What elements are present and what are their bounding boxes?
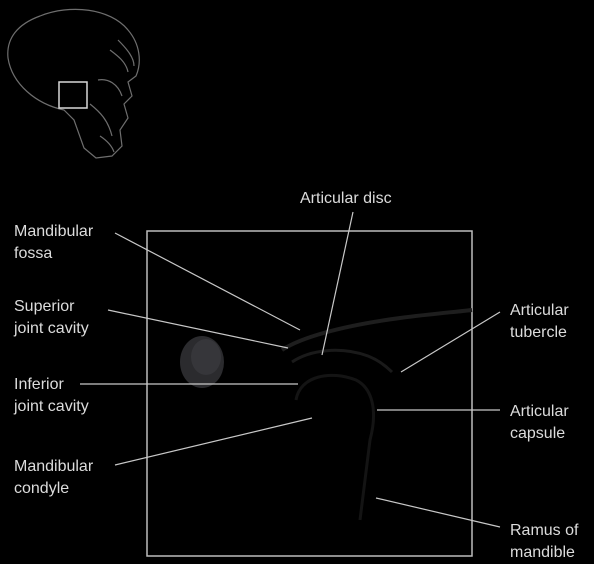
label-ramus-of-mandible: Ramus of mandible xyxy=(510,522,579,561)
leader-articular-disc xyxy=(321,211,354,356)
leader-mandibular-condyle xyxy=(114,417,313,466)
label-mandibular-fossa: Mandibular fossa xyxy=(14,223,94,262)
leader-ramus-of-mandible xyxy=(375,497,501,528)
label-articular-capsule: Articular capsule xyxy=(510,403,569,442)
label-inferior-joint-cavity: Inferior joint cavity xyxy=(14,376,89,415)
label-articular-disc: Articular disc xyxy=(300,190,392,207)
leader-superior-joint-cavity xyxy=(107,309,289,349)
label-superior-joint-cavity: Superior joint cavity xyxy=(14,298,89,337)
inset-frame xyxy=(146,230,473,557)
leader-mandibular-fossa xyxy=(114,232,301,331)
joint-anatomy xyxy=(180,308,473,521)
condyle-outline xyxy=(294,373,375,521)
label-articular-tubercle: Articular tubercle xyxy=(510,302,569,341)
disc-outline xyxy=(291,348,394,374)
leader-lines xyxy=(80,211,501,528)
skull-thumbnail xyxy=(7,8,140,159)
label-mandibular-condyle: Mandibular condyle xyxy=(14,458,94,497)
leader-articular-tubercle xyxy=(400,311,501,373)
fossa-outline xyxy=(280,308,473,352)
thumbnail-focus-box xyxy=(58,81,88,109)
